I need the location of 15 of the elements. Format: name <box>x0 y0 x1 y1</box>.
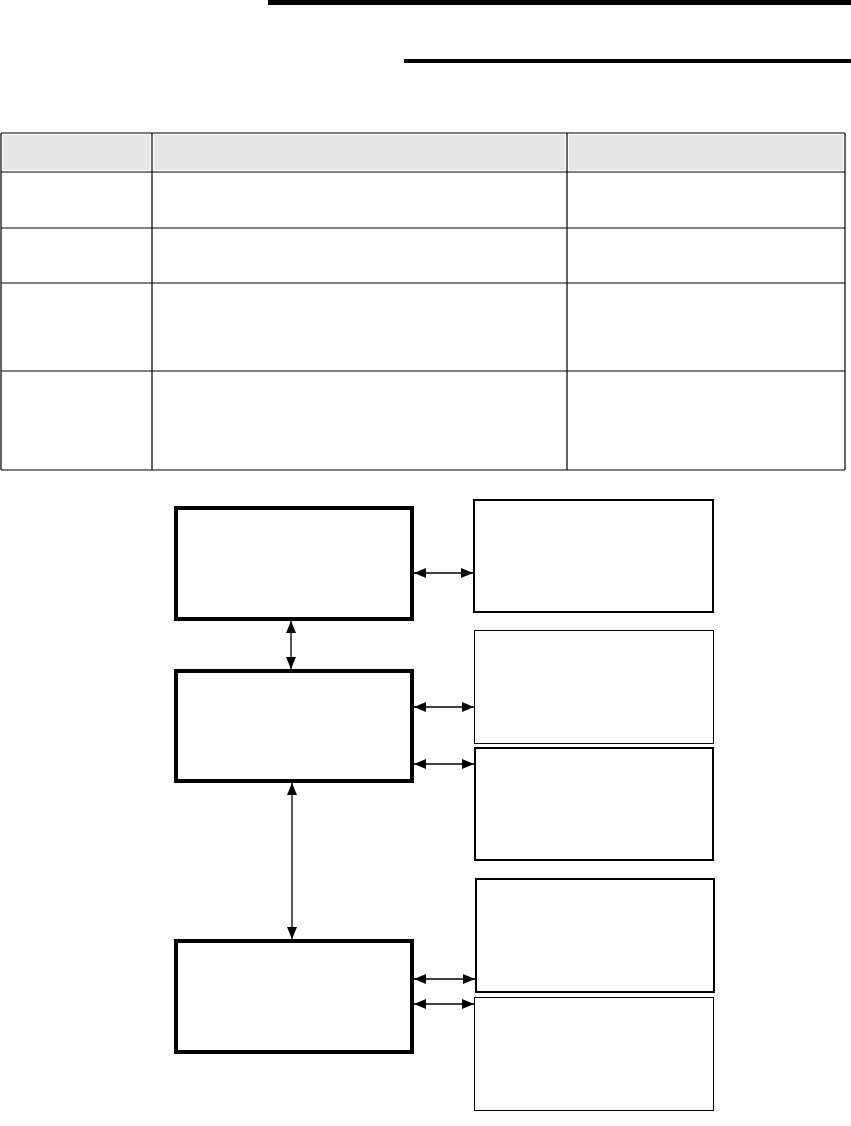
double-headed-arrow <box>413 974 476 984</box>
double-headed-arrow <box>413 999 475 1009</box>
blank-box <box>174 669 414 783</box>
blank-box <box>474 747 714 861</box>
blank-box <box>474 630 714 744</box>
double-headed-arrow <box>413 568 474 578</box>
double-headed-arrow <box>287 782 297 940</box>
blank-box <box>475 878 715 993</box>
blank-box <box>474 997 714 1111</box>
blank-box <box>174 939 414 1054</box>
double-headed-arrow <box>413 702 475 712</box>
blank-box <box>473 499 714 613</box>
blank-box <box>174 506 414 621</box>
double-headed-arrow <box>413 759 475 769</box>
double-headed-arrow <box>286 620 296 670</box>
